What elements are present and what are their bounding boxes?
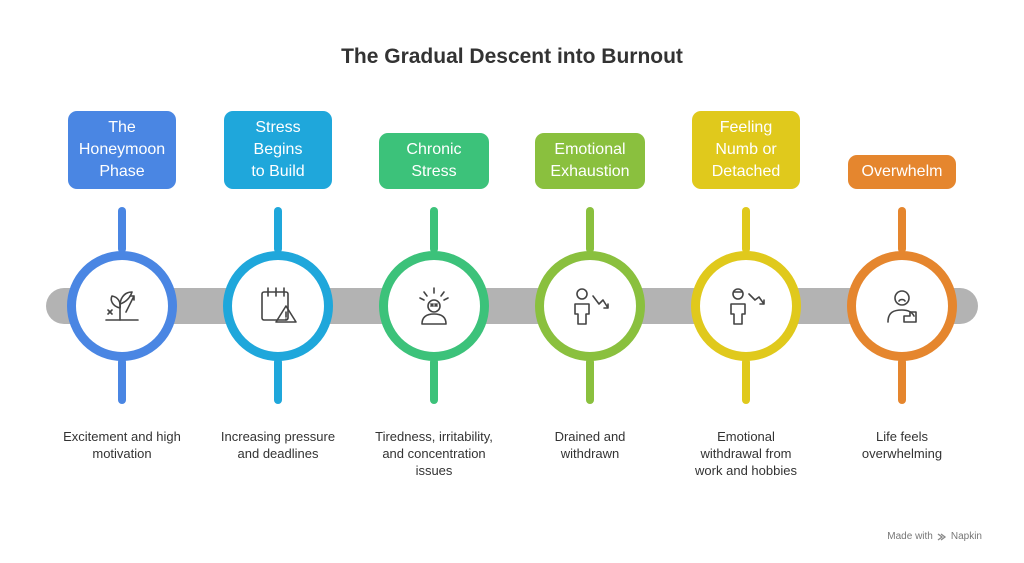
footer-prefix: Made with [887, 531, 933, 542]
stage-label-line: Feeling [719, 119, 773, 136]
connector-up [586, 207, 594, 253]
stage-description-line: Excitement and high [63, 429, 181, 444]
footer-credit: Made with Napkin [887, 531, 982, 542]
connector-down [742, 358, 750, 404]
stage-ring [67, 251, 177, 361]
stage-ring [379, 251, 489, 361]
stage-label-line: The [108, 119, 136, 136]
stage-label-line: Detached [711, 163, 781, 180]
stage-description-line: and concentration [382, 446, 486, 461]
detached-person-icon [730, 288, 765, 325]
stage-description-line: withdrawn [560, 446, 620, 461]
stage-label-line: Overwhelm [861, 163, 943, 180]
connector-down [430, 358, 438, 404]
stage-label-line: Stress [411, 163, 457, 180]
growing-plant-icon [105, 291, 139, 321]
diagram-title: The Gradual Descent into Burnout [341, 45, 683, 68]
connector-up [274, 207, 282, 253]
connector-down [274, 358, 282, 404]
stage-description-line: overwhelming [861, 446, 943, 461]
stage-ring [847, 251, 957, 361]
stage-description: Excitement and high motivation [44, 428, 200, 462]
napkin-logo-icon [937, 532, 946, 541]
footer-brand: Napkin [950, 531, 982, 542]
connector-down [898, 358, 906, 404]
stage-label-line: Honeymoon [78, 141, 166, 158]
stage-description-line: Increasing pressure [220, 429, 336, 444]
stage-label: Overwhelm [862, 161, 943, 183]
stage-description: Drained and withdrawn [512, 428, 668, 462]
stage-description: Life feels overwhelming [824, 428, 980, 462]
stage-description-line: Life feels [875, 429, 929, 444]
stage-label-line: Begins [253, 141, 303, 158]
stage-description-line: issues [415, 463, 453, 478]
stage-label-line: Exhaustion [550, 163, 630, 180]
stage-description-line: Emotional [717, 429, 775, 444]
stage-description-line: motivation [92, 446, 152, 461]
stage-description-line: work and hobbies [695, 463, 797, 478]
stage-ring [535, 251, 645, 361]
stage-description-line: and deadlines [237, 446, 319, 461]
stage-label-line: Stress [255, 119, 301, 136]
connector-down [586, 358, 594, 404]
connector-up [118, 207, 126, 253]
stage-label-line: Phase [99, 163, 145, 180]
stage-label-line: Emotional [554, 141, 626, 158]
stage-ring [223, 251, 333, 361]
stage-label-line: Numb or [715, 141, 777, 158]
connector-down [118, 358, 126, 404]
timeline-track [46, 288, 978, 324]
stage-description-line: Tiredness, irritability, [375, 429, 493, 444]
stage-description: Tiredness, irritability, and concentratio… [356, 428, 512, 479]
stage-description: Increasing pressure and deadlines [200, 428, 356, 462]
stage-label-box: Overwhelm [848, 155, 956, 189]
connector-up [430, 207, 438, 253]
stage-label-line: Chronic [406, 141, 462, 158]
sad-person-icon [887, 290, 917, 323]
connector-up [742, 207, 750, 253]
connector-up [898, 207, 906, 253]
stressed-person-icon [419, 287, 449, 325]
stage-description-line: Drained and [554, 429, 626, 444]
stage-description-line: withdrawal from [700, 446, 792, 461]
calendar-warning-icon [261, 287, 297, 323]
stage-label-line: to Build [251, 163, 305, 180]
stage-description: Emotional withdrawal from work and hobbies [668, 428, 824, 479]
stage-ring [691, 251, 801, 361]
person-down-arrow-icon [574, 288, 609, 325]
